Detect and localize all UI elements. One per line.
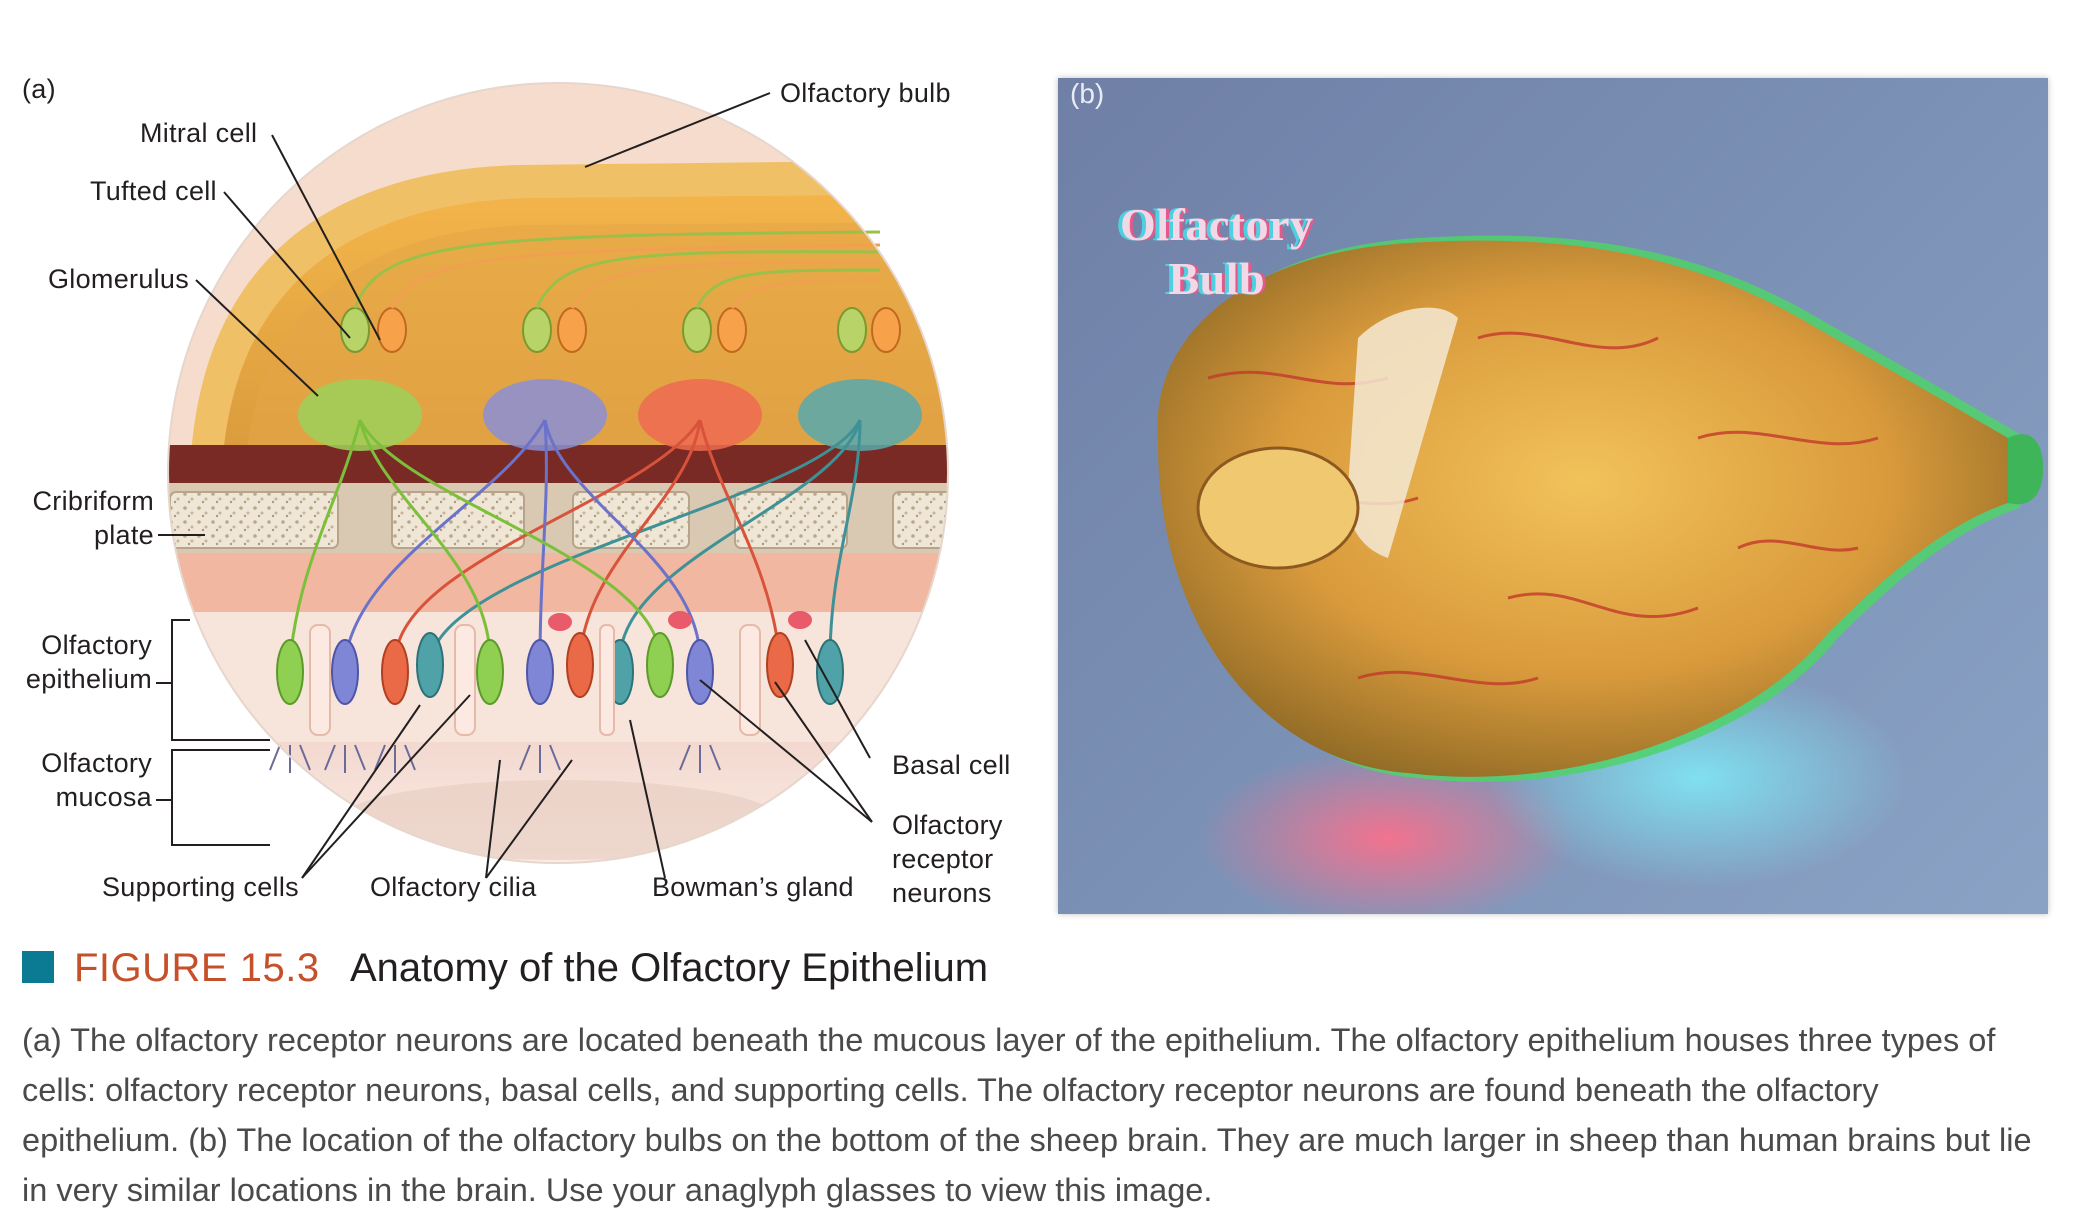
label-supporting-cells: Supporting cells [102,872,299,902]
label-cribriform-line2: plate [93,520,154,550]
label-bowmans-gland: Bowman’s gland [652,872,854,902]
label-receptor-line2: receptor [892,844,994,874]
label-receptor-line1: Olfactory [892,810,1003,840]
label-cribriform-plate: Cribriform plate [20,484,154,552]
label-epithelium-line2: epithelium [25,664,152,694]
leader-lines [156,92,873,879]
panel-b-letter: (b) [1070,78,1105,109]
figure-accent-square [22,951,54,983]
label-glomerulus: Glomerulus [48,264,190,294]
label-cribriform-line1: Cribriform [32,486,154,516]
figure-caption: (a) The olfactory receptor neurons are l… [22,1022,2032,1208]
mitral-tufted-cells [340,230,901,353]
label-epithelium-line1: Olfactory [41,630,152,660]
photo-label-line2: Bulb [1168,253,1266,304]
label-olfactory-receptor-neurons: Olfactory receptor neurons [892,808,1003,910]
epithelium-cells [269,611,844,773]
sheep-brain-image [1157,235,2043,914]
glomeruli [298,379,922,451]
figure-number: FIGURE 15.3 [74,946,320,990]
label-olfactory-bulb: Olfactory bulb [780,78,951,108]
olfactory-epithelium-diagram [156,82,949,879]
panel-a-letter: (a) [22,74,56,104]
panel-a-illustration: (a) Olfactory bulb Mitral cell Tufted ce… [0,0,1050,920]
label-basal-cell: Basal cell [892,750,1011,780]
figure-title: Anatomy of the Olfactory Epithelium [350,946,989,990]
label-tufted-cell: Tufted cell [90,176,217,206]
photo-label-line1: Olfactory [1120,199,1314,250]
label-olfactory-mucosa: Olfactory mucosa [12,746,152,814]
label-receptor-line3: neurons [892,878,992,908]
receptor-axons [288,419,862,661]
diagram-circle-content [168,83,948,863]
label-olfactory-bulb-photo: Olfactory Bulb [1120,198,1314,306]
label-mitral-cell: Mitral cell [140,118,258,148]
panel-b-photo: (b) Olfactory Bulb [1058,78,2048,914]
label-mucosa-line2: mucosa [55,782,152,812]
label-olfactory-epithelium: Olfactory epithelium [12,628,152,696]
label-olfactory-cilia: Olfactory cilia [370,872,537,902]
label-mucosa-line1: Olfactory [41,748,152,778]
